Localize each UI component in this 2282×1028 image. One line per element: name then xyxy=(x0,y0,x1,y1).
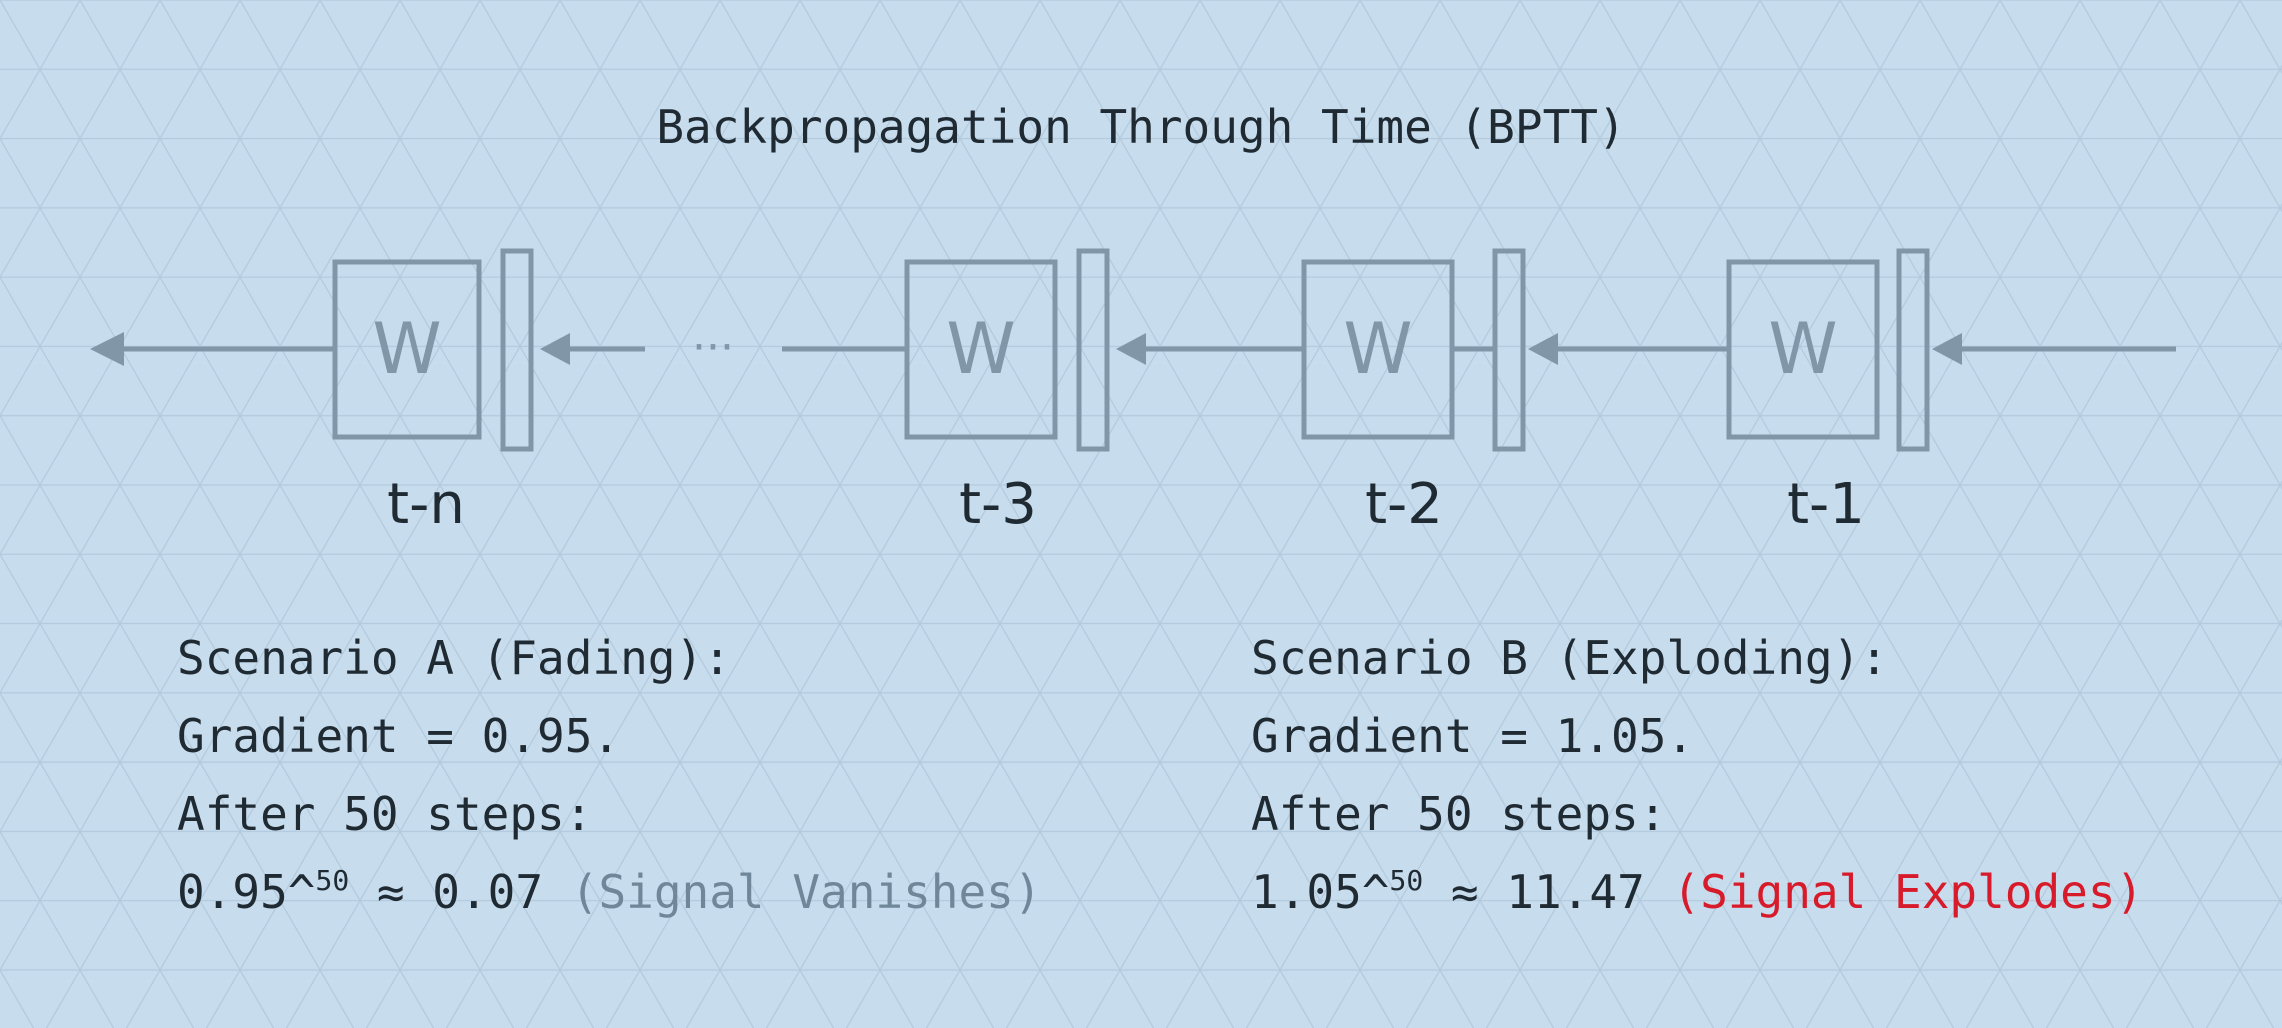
gate-bar-t3 xyxy=(1076,248,1110,452)
arrowhead-t2-t3 xyxy=(1116,333,1146,365)
svg-text:W: W xyxy=(1768,308,1837,390)
step-label-tn: t-n xyxy=(387,472,465,537)
weight-block-tn: W xyxy=(332,248,534,452)
ellipsis: ··· xyxy=(692,322,734,373)
scenario-a-formula: 0.95^50 ≈ 0.07 (Signal Vanishes) xyxy=(177,864,1042,919)
weight-block-t3: W xyxy=(904,248,1110,452)
scenario-b: Scenario B (Exploding): Gradient = 1.05.… xyxy=(1251,619,2143,931)
scenario-a-note: (Signal Vanishes) xyxy=(570,865,1042,919)
step-label-t2: t-2 xyxy=(1365,472,1443,537)
step-label-t3: t-3 xyxy=(959,472,1037,537)
scenario-b-heading: Scenario B (Exploding): xyxy=(1251,631,1888,685)
scenario-a-heading: Scenario A (Fading): xyxy=(177,631,731,685)
arrowhead-output xyxy=(90,332,124,366)
scenario-a: Scenario A (Fading): Gradient = 0.95. Af… xyxy=(177,619,1042,931)
gate-bar-t2 xyxy=(1492,248,1526,452)
gate-bar-t1 xyxy=(1896,248,1930,452)
scenario-a-steps: After 50 steps: xyxy=(177,787,593,841)
arrowhead-input xyxy=(1932,333,1962,365)
arrowhead-t1-t2 xyxy=(1528,333,1558,365)
step-label-t1: t-1 xyxy=(1787,472,1865,537)
svg-text:W: W xyxy=(372,308,441,390)
svg-text:W: W xyxy=(1343,308,1412,390)
scenario-b-steps: After 50 steps: xyxy=(1251,787,1667,841)
scenario-a-gradient: Gradient = 0.95. xyxy=(177,709,621,763)
arrowhead-ellipsis-tn xyxy=(540,333,570,365)
diagram-title: Backpropagation Through Time (BPTT) xyxy=(656,100,1626,154)
scenario-b-note: (Signal Explodes) xyxy=(1672,865,2144,919)
scenario-b-formula: 1.05^50 ≈ 11.47 (Signal Explodes) xyxy=(1251,864,2144,919)
weight-block-t1: W xyxy=(1726,248,1930,452)
scenario-b-gradient: Gradient = 1.05. xyxy=(1251,709,1695,763)
weight-block-t2: W xyxy=(1301,248,1526,452)
svg-text:W: W xyxy=(946,308,1015,390)
gate-bar-tn xyxy=(500,248,534,452)
